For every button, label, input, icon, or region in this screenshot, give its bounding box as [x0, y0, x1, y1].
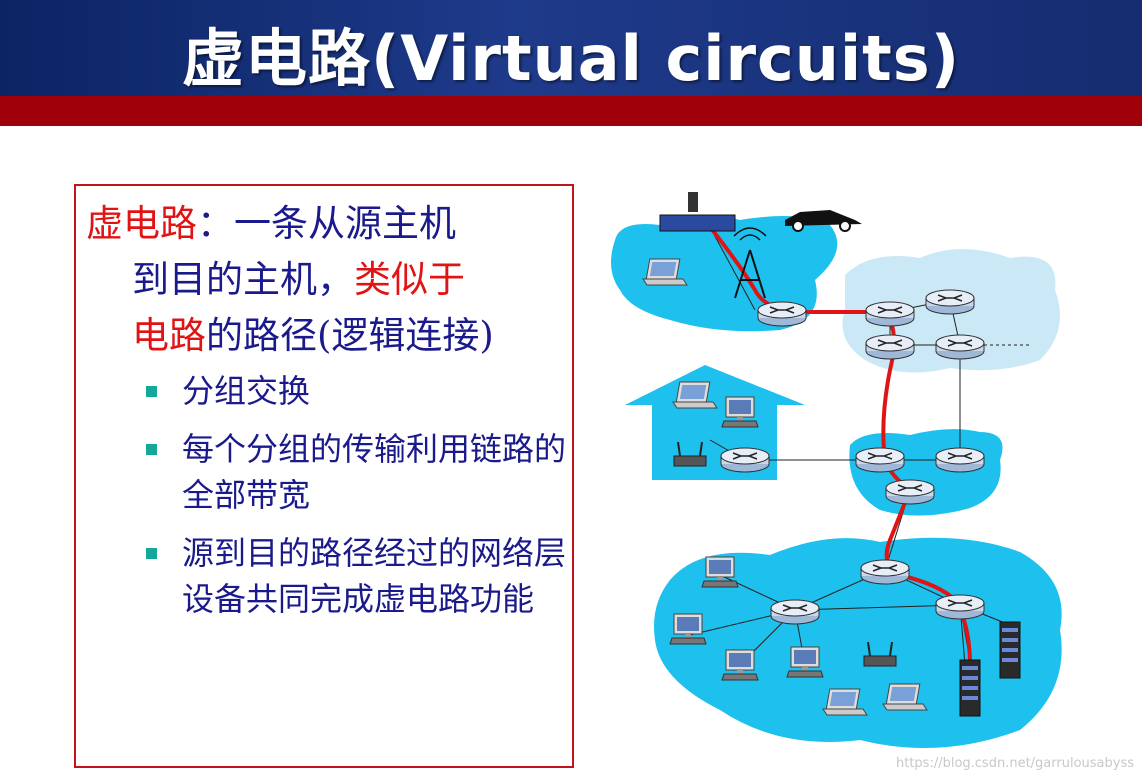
bullet-list: 分组交换 每个分组的传输利用链路的全部带宽 源到目的路径经过的网络层设备共同完成… — [146, 368, 566, 634]
definition-line3: 电路的路径(逻辑连接) — [86, 308, 564, 364]
term-label: 虚电路 — [86, 202, 197, 245]
router-icon — [855, 447, 905, 473]
server-icon — [959, 659, 981, 717]
bullet-square-icon — [146, 548, 157, 559]
router-icon — [865, 301, 915, 327]
desktop-icon — [786, 646, 824, 678]
list-item: 每个分组的传输利用链路的全部带宽 — [146, 426, 566, 518]
page-title: 虚电路(Virtual circuits) — [181, 22, 961, 95]
router-icon — [935, 334, 985, 360]
desktop-icon — [721, 649, 759, 681]
router-icon — [935, 594, 985, 620]
list-item: 源到目的路径经过的网络层设备共同完成虚电路功能 — [146, 530, 566, 622]
desktop-icon — [669, 613, 707, 645]
router-icon — [770, 599, 820, 625]
definition-line3-b: 的路径(逻辑连接) — [206, 314, 494, 357]
watermark: https://blog.csdn.net/garrulousabyss — [895, 756, 1134, 771]
accent-bar — [0, 96, 1142, 126]
definition-line2: 到目的主机，类似于 — [86, 252, 564, 308]
bullet-square-icon — [146, 386, 157, 397]
list-item: 分组交换 — [146, 368, 566, 414]
definition-line2-b: 类似于 — [354, 258, 465, 301]
definition-text: 虚电路：一条从源主机 到目的主机，类似于 电路的路径(逻辑连接) — [86, 196, 564, 364]
base-station-icon — [659, 214, 736, 232]
definition-line2-a: 到目的主机， — [132, 258, 354, 301]
router-icon — [925, 289, 975, 315]
router-icon — [757, 301, 807, 327]
cell-tower-icon — [733, 227, 767, 299]
desktop-icon — [721, 396, 759, 428]
router-icon — [935, 447, 985, 473]
definition-line3-a: 电路 — [132, 314, 206, 357]
router-icon — [720, 447, 770, 473]
house-icon — [625, 365, 805, 405]
desktop-icon — [701, 556, 739, 588]
router-icon — [865, 334, 915, 360]
car-icon — [785, 210, 862, 232]
router-icon — [860, 559, 910, 585]
title-banner: 虚电路(Virtual circuits) — [0, 0, 1142, 96]
definition-line1: ：一条从源主机 — [197, 202, 456, 245]
router-icon — [885, 479, 935, 505]
server-icon — [999, 621, 1021, 679]
network-diagram — [611, 192, 1062, 748]
regional-isp-cloud — [849, 429, 1003, 516]
definition-box: 虚电路：一条从源主机 到目的主机，类似于 电路的路径(逻辑连接) 分组交换 每个… — [74, 184, 574, 768]
bullet-square-icon — [146, 444, 157, 455]
